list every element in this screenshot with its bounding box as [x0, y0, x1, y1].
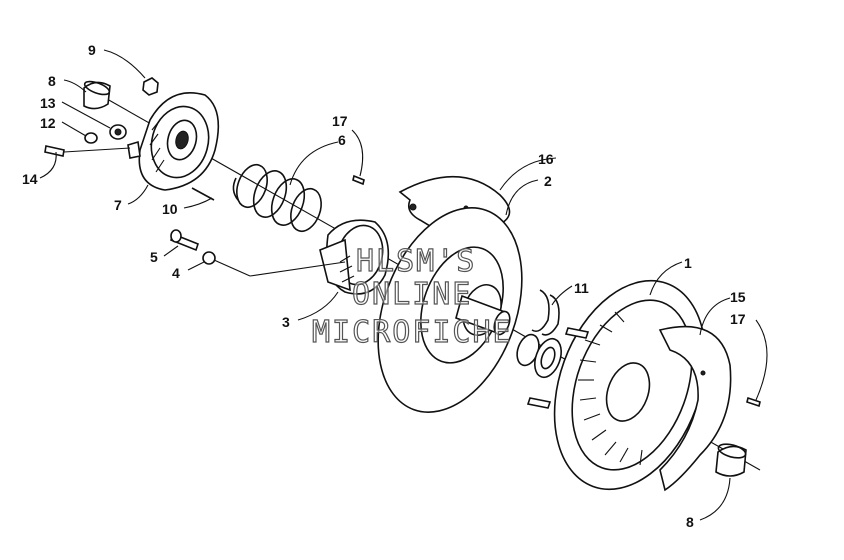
part-13-roller: [109, 124, 127, 140]
callout-8-lower: 8: [686, 514, 694, 530]
part-15-shield: [658, 325, 732, 492]
callout-10: 10: [162, 201, 178, 217]
callout-17-upper: 17: [332, 113, 348, 129]
callout-16: 16: [538, 151, 554, 167]
callout-8-upper: 8: [48, 73, 56, 89]
watermark-line-3: MICROFICHE: [312, 315, 513, 350]
watermark: HLSM'S ONLINE MICROFICHE: [311, 243, 513, 350]
watermark-line-2: ONLINE: [352, 277, 472, 312]
part-11-washers: [516, 289, 562, 379]
part-7-cover-plate: [127, 91, 220, 191]
part-10-pin: [191, 187, 215, 201]
part-3-cam: [319, 219, 390, 295]
callout-13: 13: [40, 95, 56, 111]
callout-3: 3: [282, 314, 290, 330]
part-17-upper-screw: [352, 174, 365, 186]
callout-2: 2: [544, 173, 552, 189]
callout-11: 11: [574, 280, 589, 296]
part-14-pin: [44, 145, 65, 157]
callout-6: 6: [338, 132, 346, 148]
part-4-nut: [202, 251, 216, 265]
callout-5: 5: [150, 249, 158, 265]
part-9-nut: [142, 77, 159, 96]
part-8-lower-bushing: [715, 443, 747, 477]
part-17-lower-screw: [746, 396, 761, 408]
callout-1: 1: [684, 255, 692, 271]
callout-7: 7: [114, 197, 122, 213]
part-8-upper-bushing: [83, 80, 111, 110]
part-12-washer: [84, 132, 98, 144]
callout-14: 14: [22, 171, 38, 187]
callout-4: 4: [172, 265, 180, 281]
callout-9: 9: [88, 42, 96, 58]
callout-17-lower: 17: [730, 311, 746, 327]
watermark-line-1: HLSM'S: [356, 244, 476, 279]
part-6-spring: [232, 163, 322, 233]
callout-15: 15: [730, 289, 746, 305]
part-2-fixed-sheave: [377, 207, 523, 413]
part-5-bolt: [170, 229, 199, 252]
callout-12: 12: [40, 115, 56, 131]
